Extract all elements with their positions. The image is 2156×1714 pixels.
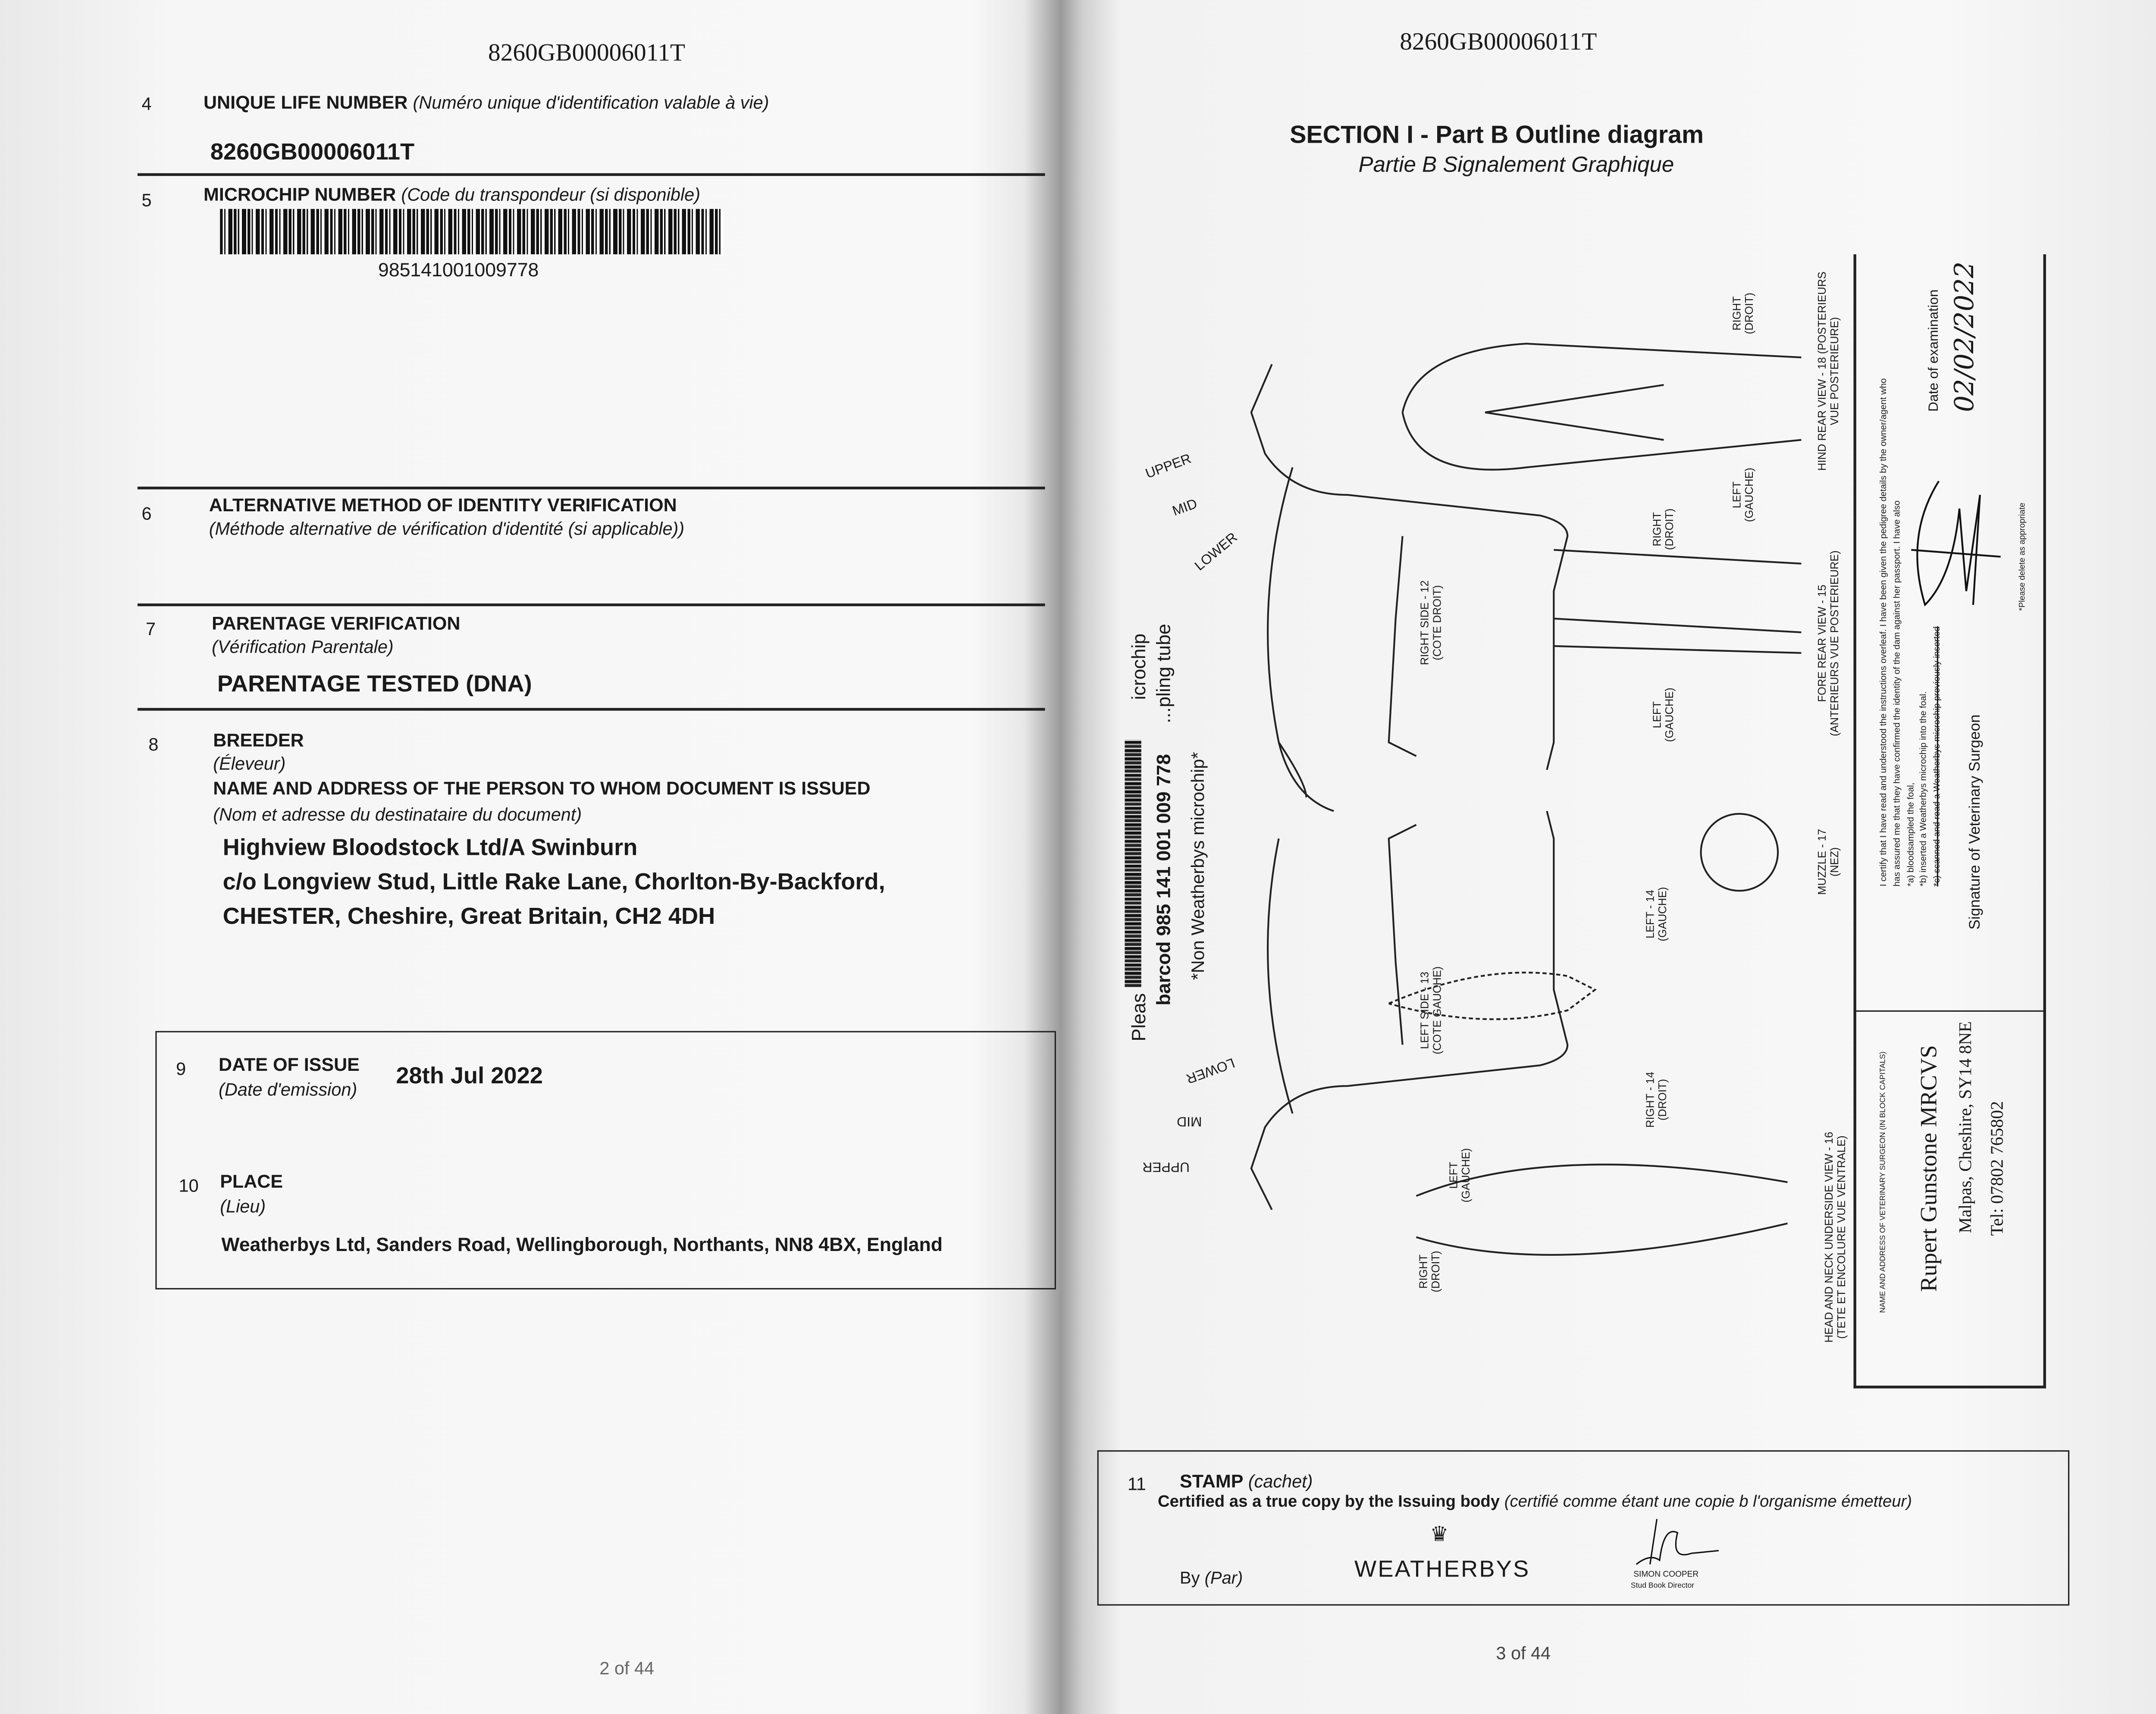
unique-life-number-label: UNIQUE LIFE NUMBER (Numéro unique d'iden… bbox=[203, 92, 769, 113]
issued-to-name: Highview Bloodstock Ltd/A Swinburn bbox=[222, 834, 638, 861]
parentage-verification-label: PARENTAGE VERIFICATION bbox=[212, 613, 461, 634]
page-number: 2 of 44 bbox=[599, 1658, 655, 1679]
microchip-barcode bbox=[220, 209, 724, 254]
label-left: LEFT(GAUCHE) bbox=[1448, 1148, 1473, 1203]
vet-name: Rupert Gunstone MRCVS bbox=[1915, 1045, 1942, 1292]
divider bbox=[137, 708, 1045, 710]
label-head-neck-underside: HEAD AND NECK UNDERSIDE VIEW - 16(TETE E… bbox=[1823, 1132, 1848, 1343]
date-of-examination-label: Date of examination bbox=[1927, 289, 1942, 412]
vet-address: Malpas, Cheshire, SY14 8NE bbox=[1954, 1021, 1975, 1233]
field-number: 9 bbox=[176, 1058, 186, 1079]
stud-director-signature bbox=[1636, 1519, 1719, 1565]
by-label: By (Par) bbox=[1179, 1568, 1243, 1588]
field-number: 7 bbox=[146, 618, 156, 639]
field-number: 8 bbox=[148, 734, 159, 755]
field-number: 6 bbox=[141, 503, 152, 524]
issued-to-address: CHESTER, Cheshire, Great Britain, CH2 4D… bbox=[222, 903, 715, 929]
date-of-issue-label-fr: (Date d'emission) bbox=[219, 1079, 357, 1100]
parentage-verification-label-fr: (Vérification Parentale) bbox=[212, 636, 394, 657]
parentage-verification-value: PARENTAGE TESTED (DNA) bbox=[217, 671, 532, 697]
alternative-method-label-fr: (Méthode alternative de vérification d'i… bbox=[209, 518, 685, 539]
page-header-id: 8260GB00006011T bbox=[1400, 27, 1597, 55]
label-left-side: LEFT SIDE - 13(COTE GAUCHE) bbox=[1419, 966, 1444, 1054]
section-title: SECTION I - Part B Outline diagram bbox=[1290, 121, 1704, 149]
non-weatherbys-microchip-note: *Non Weatherbys microchip* bbox=[1187, 752, 1208, 980]
label-right: RIGHT(DROIT) bbox=[1731, 292, 1756, 335]
divider bbox=[137, 486, 1045, 489]
label-right: RIGHT(DROIT) bbox=[1417, 1251, 1443, 1292]
fore-rear-view bbox=[1554, 549, 1802, 654]
signatory-role: Stud Book Director bbox=[1630, 1582, 1695, 1591]
certified-copy-text: Certified as a true copy by the Issuing … bbox=[1157, 1491, 1912, 1511]
stamp-label: STAMP (cachet) bbox=[1179, 1471, 1313, 1492]
signature-label: Signature of Veterinary Surgeon bbox=[1967, 714, 1984, 930]
page-header-id: 8260GB00006011T bbox=[488, 38, 686, 66]
vet-box-border bbox=[2043, 254, 2046, 1389]
sticker-barcode bbox=[1125, 739, 1141, 987]
sticker-barcode-number: barcod 985 141 001 009 778 bbox=[1152, 754, 1175, 1006]
vet-box-divider bbox=[1853, 1010, 2046, 1012]
signatory-name: SIMON COOPER bbox=[1633, 1571, 1699, 1580]
vet-name-address-label: NAME AND ADDRESS OF VETERINARY SURGEON (… bbox=[1879, 1051, 1888, 1313]
place-label-fr: (Lieu) bbox=[220, 1196, 266, 1217]
label-fore-rear-view: FORE REAR VIEW - 15(ANTERIEURS VUE POSTE… bbox=[1816, 550, 1841, 736]
field-number: 5 bbox=[141, 190, 152, 210]
microchip-number-value: 985141001009778 bbox=[378, 258, 539, 281]
label-left-14: LEFT - 14(GAUCHE) bbox=[1644, 887, 1670, 941]
date-of-issue-label: DATE OF ISSUE bbox=[219, 1054, 360, 1075]
label-muzzle: MUZZLE - 17(NEZ) bbox=[1816, 829, 1841, 895]
stamp-box bbox=[1097, 1450, 2070, 1606]
breeder-label: BREEDER bbox=[213, 730, 304, 751]
issued-to-label-fr: (Nom et adresse du destinataire du docum… bbox=[213, 804, 582, 825]
issued-to-label: NAME AND ADDRESS OF THE PERSON TO WHOM D… bbox=[213, 778, 871, 799]
date-of-issue-value: 28th Jul 2022 bbox=[396, 1062, 543, 1089]
label-right-side: RIGHT SIDE - 12(COTE DROIT) bbox=[1419, 580, 1444, 665]
label-left: LEFT(GAUCHE) bbox=[1731, 467, 1756, 522]
microchip-number-label: MICROCHIP NUMBER (Code du transpondeur (… bbox=[203, 184, 701, 205]
divider bbox=[137, 173, 1045, 175]
weatherbys-crest-icon: ♛ bbox=[1430, 1523, 1449, 1547]
vet-signature bbox=[1911, 480, 2001, 607]
field-number: 10 bbox=[179, 1175, 199, 1196]
field-number: 4 bbox=[141, 93, 152, 114]
place-label: PLACE bbox=[220, 1171, 283, 1192]
label-upper: UPPER bbox=[1142, 1158, 1190, 1174]
head-neck-underside-view bbox=[1416, 1164, 1788, 1256]
vet-box-border bbox=[1853, 1386, 2046, 1388]
sticker-text: icrochip bbox=[1127, 633, 1150, 700]
issue-box bbox=[155, 1031, 1056, 1290]
sticker-text: ...pling tube bbox=[1152, 624, 1175, 723]
sticker-text: Pleas bbox=[1127, 993, 1150, 1042]
vet-tel: Tel: 07802 765802 bbox=[1986, 1101, 2007, 1236]
breeder-label-fr: (Éleveur) bbox=[213, 753, 286, 774]
vet-box-border bbox=[1853, 254, 1856, 1389]
dorsal-view bbox=[1388, 972, 1597, 1020]
right-side-horse bbox=[1250, 364, 1569, 812]
date-of-examination-value: 02/02/2022 bbox=[1949, 261, 1981, 412]
unique-life-number-value: 8260GB00006011T bbox=[210, 139, 415, 165]
place-value: Weatherbys Ltd, Sanders Road, Wellingbor… bbox=[221, 1233, 943, 1255]
field-number: 11 bbox=[1127, 1473, 1146, 1495]
divider bbox=[137, 603, 1045, 606]
label-right: RIGHT(DROIT) bbox=[1651, 508, 1677, 550]
label-mid: MID bbox=[1177, 1113, 1202, 1129]
weatherbys-logo: WEATHERBYS bbox=[1354, 1556, 1530, 1583]
hind-rear-view bbox=[1401, 343, 1802, 471]
muzzle-view bbox=[1700, 813, 1779, 892]
page-number: 3 of 44 bbox=[1496, 1642, 1551, 1664]
left-side-horse bbox=[1250, 810, 1569, 1210]
section-subtitle: Partie B Signalement Graphique bbox=[1358, 154, 1674, 178]
delete-note: *Please delete as appropriate bbox=[2019, 502, 2028, 611]
label-left: LEFT(GAUCHE) bbox=[1651, 688, 1677, 742]
horse-outline-diagram bbox=[1250, 343, 1802, 1256]
alternative-method-label: ALTERNATIVE METHOD OF IDENTITY VERIFICAT… bbox=[209, 494, 677, 516]
issued-to-address: c/o Longview Stud, Little Rake Lane, Cho… bbox=[222, 869, 885, 895]
label-right-14: RIGHT - 14(DROIT) bbox=[1644, 1072, 1670, 1128]
